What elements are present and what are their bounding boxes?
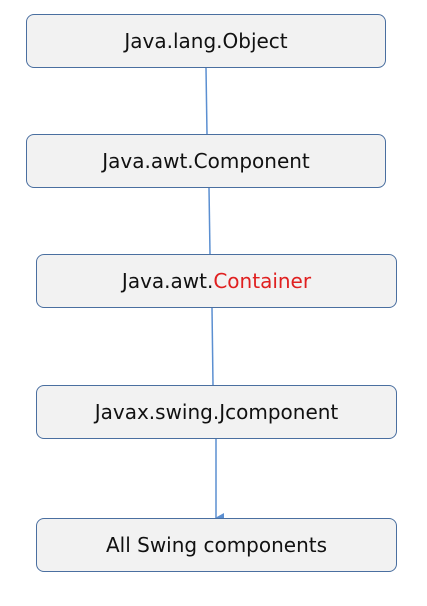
node-all-swing-components: All Swing components (36, 518, 397, 572)
node-label: Javax.swing.Jcomponent (94, 400, 339, 424)
connector-container-jcomponent (211, 307, 214, 386)
node-javax-swing-jcomponent: Javax.swing.Jcomponent (36, 385, 397, 439)
node-java-awt-container: Java.awt.Container (36, 254, 397, 308)
node-java-awt-component: Java.awt.Component (26, 134, 386, 188)
connector-object-component (205, 67, 208, 135)
node-java-lang-object: Java.lang.Object (26, 14, 386, 68)
node-label: Java.lang.Object (124, 29, 288, 53)
node-label: All Swing components (105, 533, 328, 557)
node-label-prefix: Java.awt. (121, 269, 214, 293)
connector-component-container (208, 187, 211, 255)
node-label-highlight: Container (213, 269, 312, 293)
node-label: Java.awt.Component (102, 149, 310, 173)
